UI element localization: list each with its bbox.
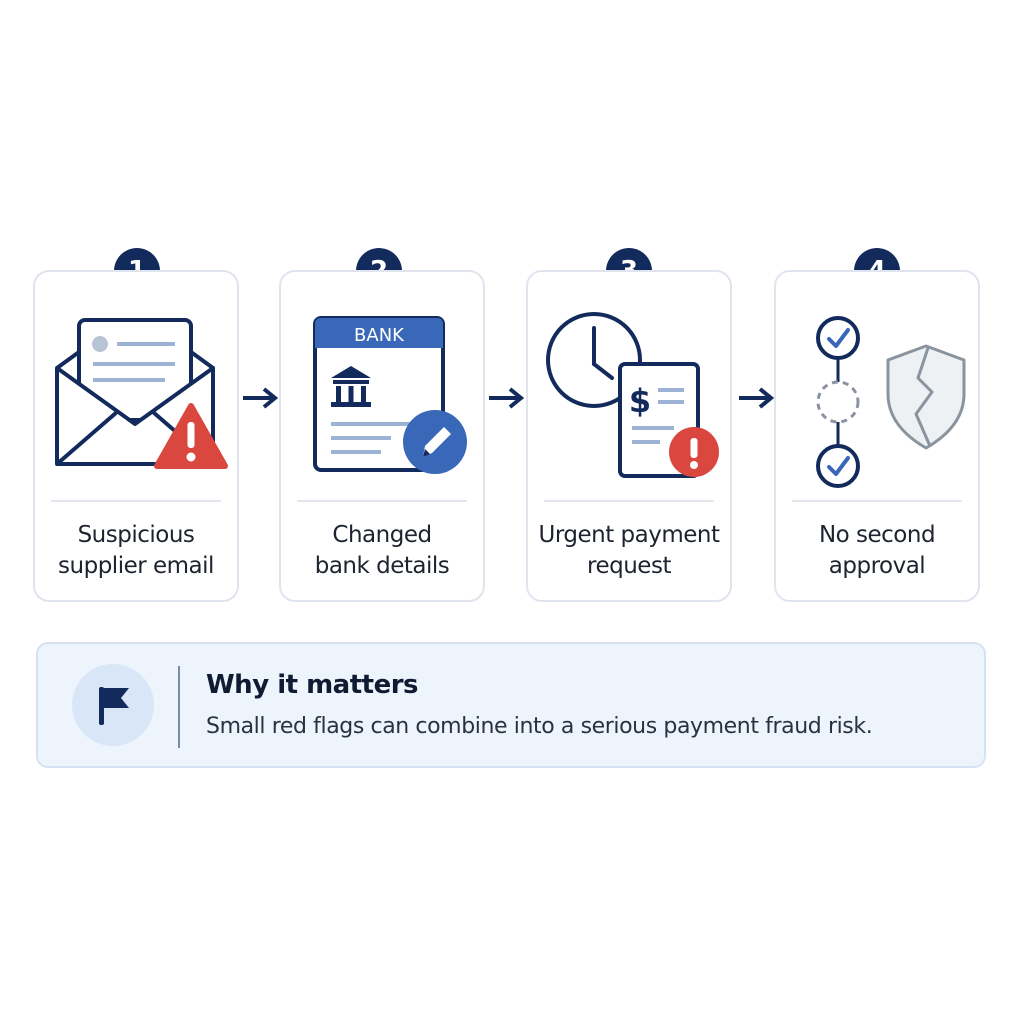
step-label: Urgent payment request [528,520,730,582]
step-label-line: Urgent payment [538,522,721,548]
flag-icon [99,687,129,725]
step-label-line: Changed [332,522,432,548]
why-it-matters-panel: Why it matters Small red flags can combi… [36,642,986,768]
panel-separator [178,666,180,748]
card-divider [792,500,962,502]
step-card-suspicious-email: Suspicious supplier email [33,270,239,602]
step-card-changed-bank-details: BANK Changed bank details [279,270,485,602]
step-card-no-second-approval: No second approval [774,270,980,602]
step-label: Suspicious supplier email [35,520,237,582]
step-label-line: No second [818,522,936,548]
step-label-line: approval [828,553,926,579]
panel-description: Small red flags can combine into a serio… [206,714,873,739]
arrow-right-icon [243,387,279,409]
bank-document-edit-icon: BANK [313,316,467,474]
step-label-line: bank details [314,553,450,579]
card-divider [544,500,714,502]
card-divider [297,500,467,502]
arrow-right-icon [489,387,525,409]
bank-header-text: BANK [354,325,405,346]
envelope-warning-icon [55,318,228,469]
step-label-line: Suspicious [77,522,195,548]
clock-invoice-alert-icon: $ [546,312,719,478]
flag-icon-circle [72,664,154,746]
broken-approval-shield-icon [816,316,966,488]
card-divider [51,500,221,502]
dollar-sign-text: $ [629,382,651,420]
step-label: No second approval [776,520,978,582]
step-label-line: request [587,553,671,579]
panel-title: Why it matters [206,670,419,700]
step-label-line: supplier email [58,553,214,579]
step-card-urgent-payment: $ Urgent payment request [526,270,732,602]
arrow-right-icon [739,387,775,409]
step-label: Changed bank details [281,520,483,582]
